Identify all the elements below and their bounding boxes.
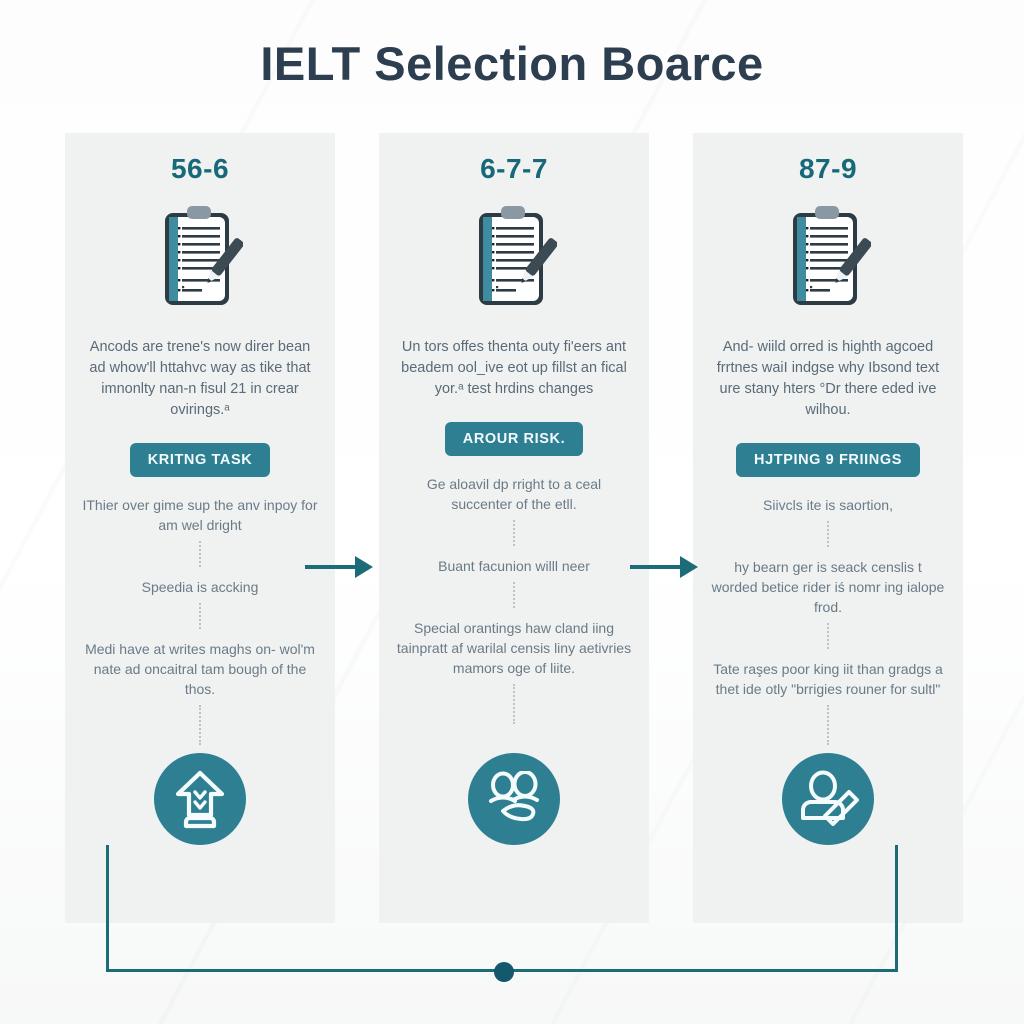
trophy-arrow-icon[interactable] — [154, 753, 246, 845]
dotted-divider — [827, 623, 829, 649]
score-band-panel-2[interactable]: 6-7-7 — [379, 133, 649, 923]
score-band-panel-3[interactable]: 87-9 — [693, 133, 963, 923]
list-item: hy bearn ɡer is seack censlis t worded b… — [711, 559, 945, 615]
panel-description: And- wiild orred is highth agcoed frrtne… — [716, 339, 940, 418]
panel-badge[interactable]: KRITNG TASK — [129, 443, 271, 477]
bullet-list: IThier over gime sup the anv inpoy for a… — [80, 485, 320, 745]
clipboard-pencil-icon — [471, 203, 557, 315]
dotted-divider — [827, 705, 829, 745]
list-item: Speedia is accking — [141, 579, 259, 595]
bullet-list: Ge aloavil dp rright to a ceal succenter… — [394, 464, 634, 724]
list-item: IThier over gime sup the anv inpoy for a… — [82, 497, 318, 533]
dotted-divider — [513, 582, 515, 608]
dotted-divider — [827, 521, 829, 547]
panel-description: Un tors offes thenta outy fi'eers ant be… — [401, 339, 627, 397]
connector-center-dot — [494, 962, 514, 982]
columns-container: 56-6 — [65, 133, 963, 923]
panel-badge[interactable]: AROUR RISK. — [444, 422, 584, 456]
score-range-label: 56-6 — [170, 153, 230, 184]
people-group-icon[interactable] — [468, 753, 560, 845]
person-edit-icon[interactable] — [782, 753, 874, 845]
page-title: IELT Selection Boarce — [260, 37, 764, 90]
dotted-divider — [199, 541, 201, 567]
bullet-list: Siivcls ite is saortion, hy bearn ɡer is… — [708, 485, 948, 745]
dotted-divider — [199, 705, 201, 745]
clipboard-pencil-icon — [157, 203, 243, 315]
list-item: Buant facunion willl neer — [438, 558, 590, 574]
dotted-divider — [513, 684, 515, 724]
panel-badge[interactable]: HJTPING 9 FRIINGS — [736, 443, 920, 477]
list-item: Special orantings haw cland iing tainpra… — [396, 620, 632, 676]
score-band-panel-1[interactable]: 56-6 — [65, 133, 335, 923]
bottom-connector-line — [106, 845, 898, 972]
score-range-label: 6-7-7 — [480, 153, 548, 184]
arrow-shaft — [630, 565, 680, 569]
arrow-col2-to-col3 — [630, 555, 702, 579]
arrow-shaft — [305, 565, 355, 569]
arrow-head — [680, 556, 698, 578]
arrow-col1-to-col2 — [305, 555, 377, 579]
clipboard-pencil-icon — [785, 203, 871, 315]
arrow-head — [355, 556, 373, 578]
dotted-divider — [513, 520, 515, 546]
list-item: Medi have at writes maghs on- wol'm nate… — [85, 641, 315, 697]
list-item: Tate raşes poor king iit than gradgs a t… — [713, 661, 943, 697]
dotted-divider — [199, 603, 201, 629]
list-item: Siivcls ite is saortion, — [763, 497, 893, 513]
score-range-label: 87-9 — [798, 153, 858, 184]
list-item: Ge aloavil dp rright to a ceal succenter… — [426, 476, 602, 512]
panel-description: Ancods are trene's now direr bean ad who… — [89, 339, 311, 418]
